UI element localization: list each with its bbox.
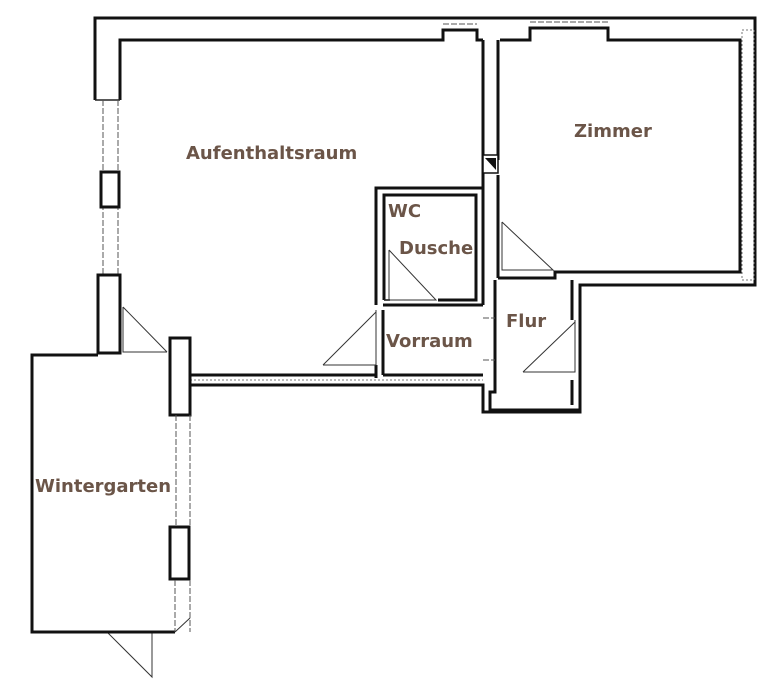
room-label-aufenthaltsraum: Aufenthaltsraum <box>186 143 358 164</box>
exterior-walls <box>93 16 757 414</box>
room-label-wintergarten: Wintergarten <box>35 476 172 497</box>
interior-walls <box>190 40 580 412</box>
room-label-flur: Flur <box>506 311 547 332</box>
room-label-zimmer: Zimmer <box>574 121 652 142</box>
room-label-vorraum: Vorraum <box>386 331 473 352</box>
room-label-wc: WC <box>388 201 422 222</box>
room-label-dusche: Dusche <box>399 238 474 259</box>
doors <box>107 221 576 679</box>
wintergarten-walls <box>30 336 192 634</box>
